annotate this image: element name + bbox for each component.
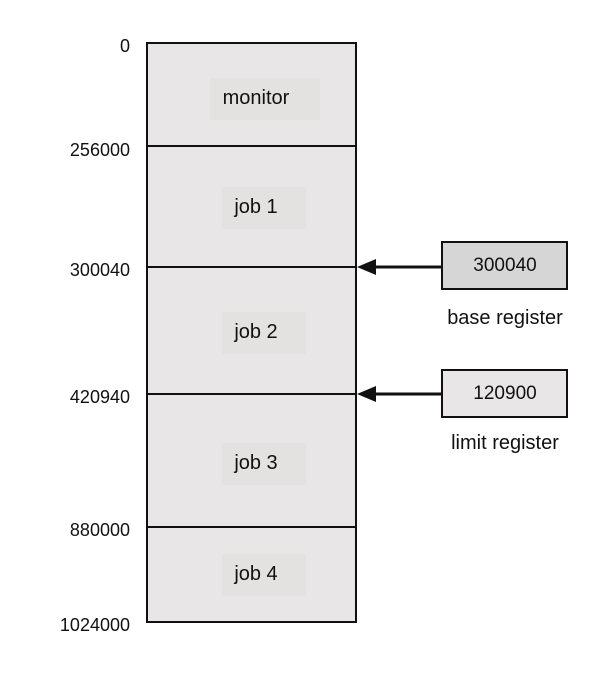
address-label: 420940: [69, 387, 130, 407]
base-register-box: [441, 241, 568, 290]
address-label: 0: [119, 36, 130, 56]
base-register-caption: base register: [447, 307, 563, 329]
address-label: 880000: [69, 520, 130, 540]
base-arrow-head: [357, 259, 376, 275]
segment-label-monitor: monitor: [222, 87, 290, 109]
address-label: 256000: [69, 140, 130, 160]
address-label: 1024000: [59, 615, 130, 635]
segment-label-job4: job 4: [234, 563, 278, 585]
segment-label-box-monitor: [210, 78, 320, 120]
segment-label-box-job3: [222, 443, 306, 485]
segment-label-job1: job 1: [234, 196, 278, 218]
base-register-value: 300040: [473, 255, 537, 276]
segment-label-box-job1: [222, 187, 306, 229]
limit-register-value: 120900: [473, 383, 537, 404]
segment-label-job2: job 2: [234, 321, 278, 343]
segment-label-box-job4: [222, 554, 306, 596]
limit-register-caption: limit register: [451, 432, 559, 454]
limit-arrow-head: [357, 386, 376, 402]
address-label: 300040: [69, 260, 130, 280]
limit-register-box: [441, 369, 568, 418]
segment-label-box-job2: [222, 312, 306, 354]
segment-label-job3: job 3: [234, 452, 278, 474]
